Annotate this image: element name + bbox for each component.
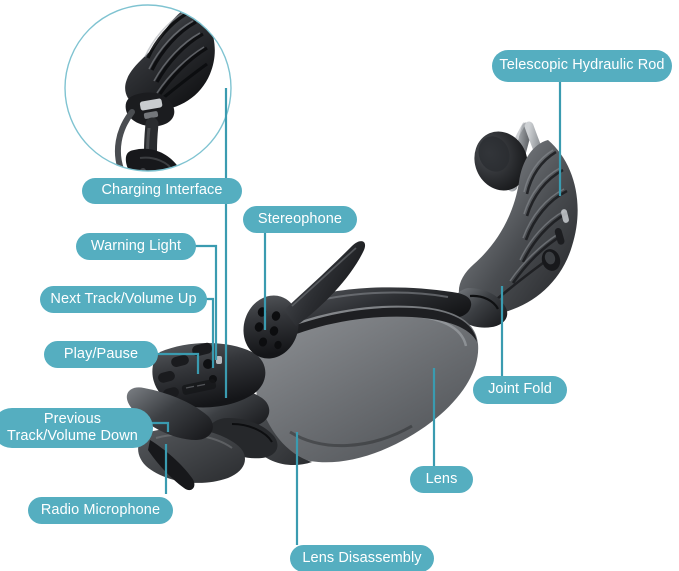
- callout-play-pause[interactable]: Play/Pause: [44, 341, 158, 368]
- leader-next-track-volume-up: [206, 297, 215, 368]
- callout-stereophone[interactable]: Stereophone: [243, 206, 357, 233]
- callout-label: Stereophone: [257, 210, 343, 227]
- callout-label: Lens Disassembly: [302, 549, 422, 566]
- callout-label: Lens: [425, 470, 458, 487]
- callout-label: Telescopic Hydraulic Rod: [499, 57, 665, 74]
- leader-warning-light: [195, 244, 218, 360]
- leader-previous-track-volume-down: [152, 421, 170, 432]
- callout-radio-microphone[interactable]: Radio Microphone: [28, 497, 173, 524]
- callout-warning-light[interactable]: Warning Light: [76, 233, 196, 260]
- callout-label: Warning Light: [90, 237, 182, 254]
- callout-lens-disassembly[interactable]: Lens Disassembly: [290, 545, 434, 571]
- callout-joint-fold[interactable]: Joint Fold: [473, 376, 567, 404]
- callout-label: Joint Fold: [488, 381, 552, 398]
- callout-label: Radio Microphone: [40, 501, 161, 518]
- callout-label: Next Track/Volume Up: [50, 290, 197, 307]
- callout-label: Previous Track/Volume Down: [7, 411, 138, 444]
- callout-next-track-volume-up[interactable]: Next Track/Volume Up: [40, 286, 207, 313]
- callout-lens[interactable]: Lens: [410, 466, 473, 493]
- leader-play-pause: [157, 352, 200, 374]
- callout-telescopic-hydraulic-rod[interactable]: Telescopic Hydraulic Rod: [492, 50, 672, 82]
- callout-previous-track-volume-down[interactable]: Previous Track/Volume Down: [0, 408, 153, 448]
- callout-label: Charging Interface: [101, 182, 223, 199]
- callout-charging-interface[interactable]: Charging Interface: [82, 178, 242, 204]
- callout-label: Play/Pause: [63, 345, 139, 362]
